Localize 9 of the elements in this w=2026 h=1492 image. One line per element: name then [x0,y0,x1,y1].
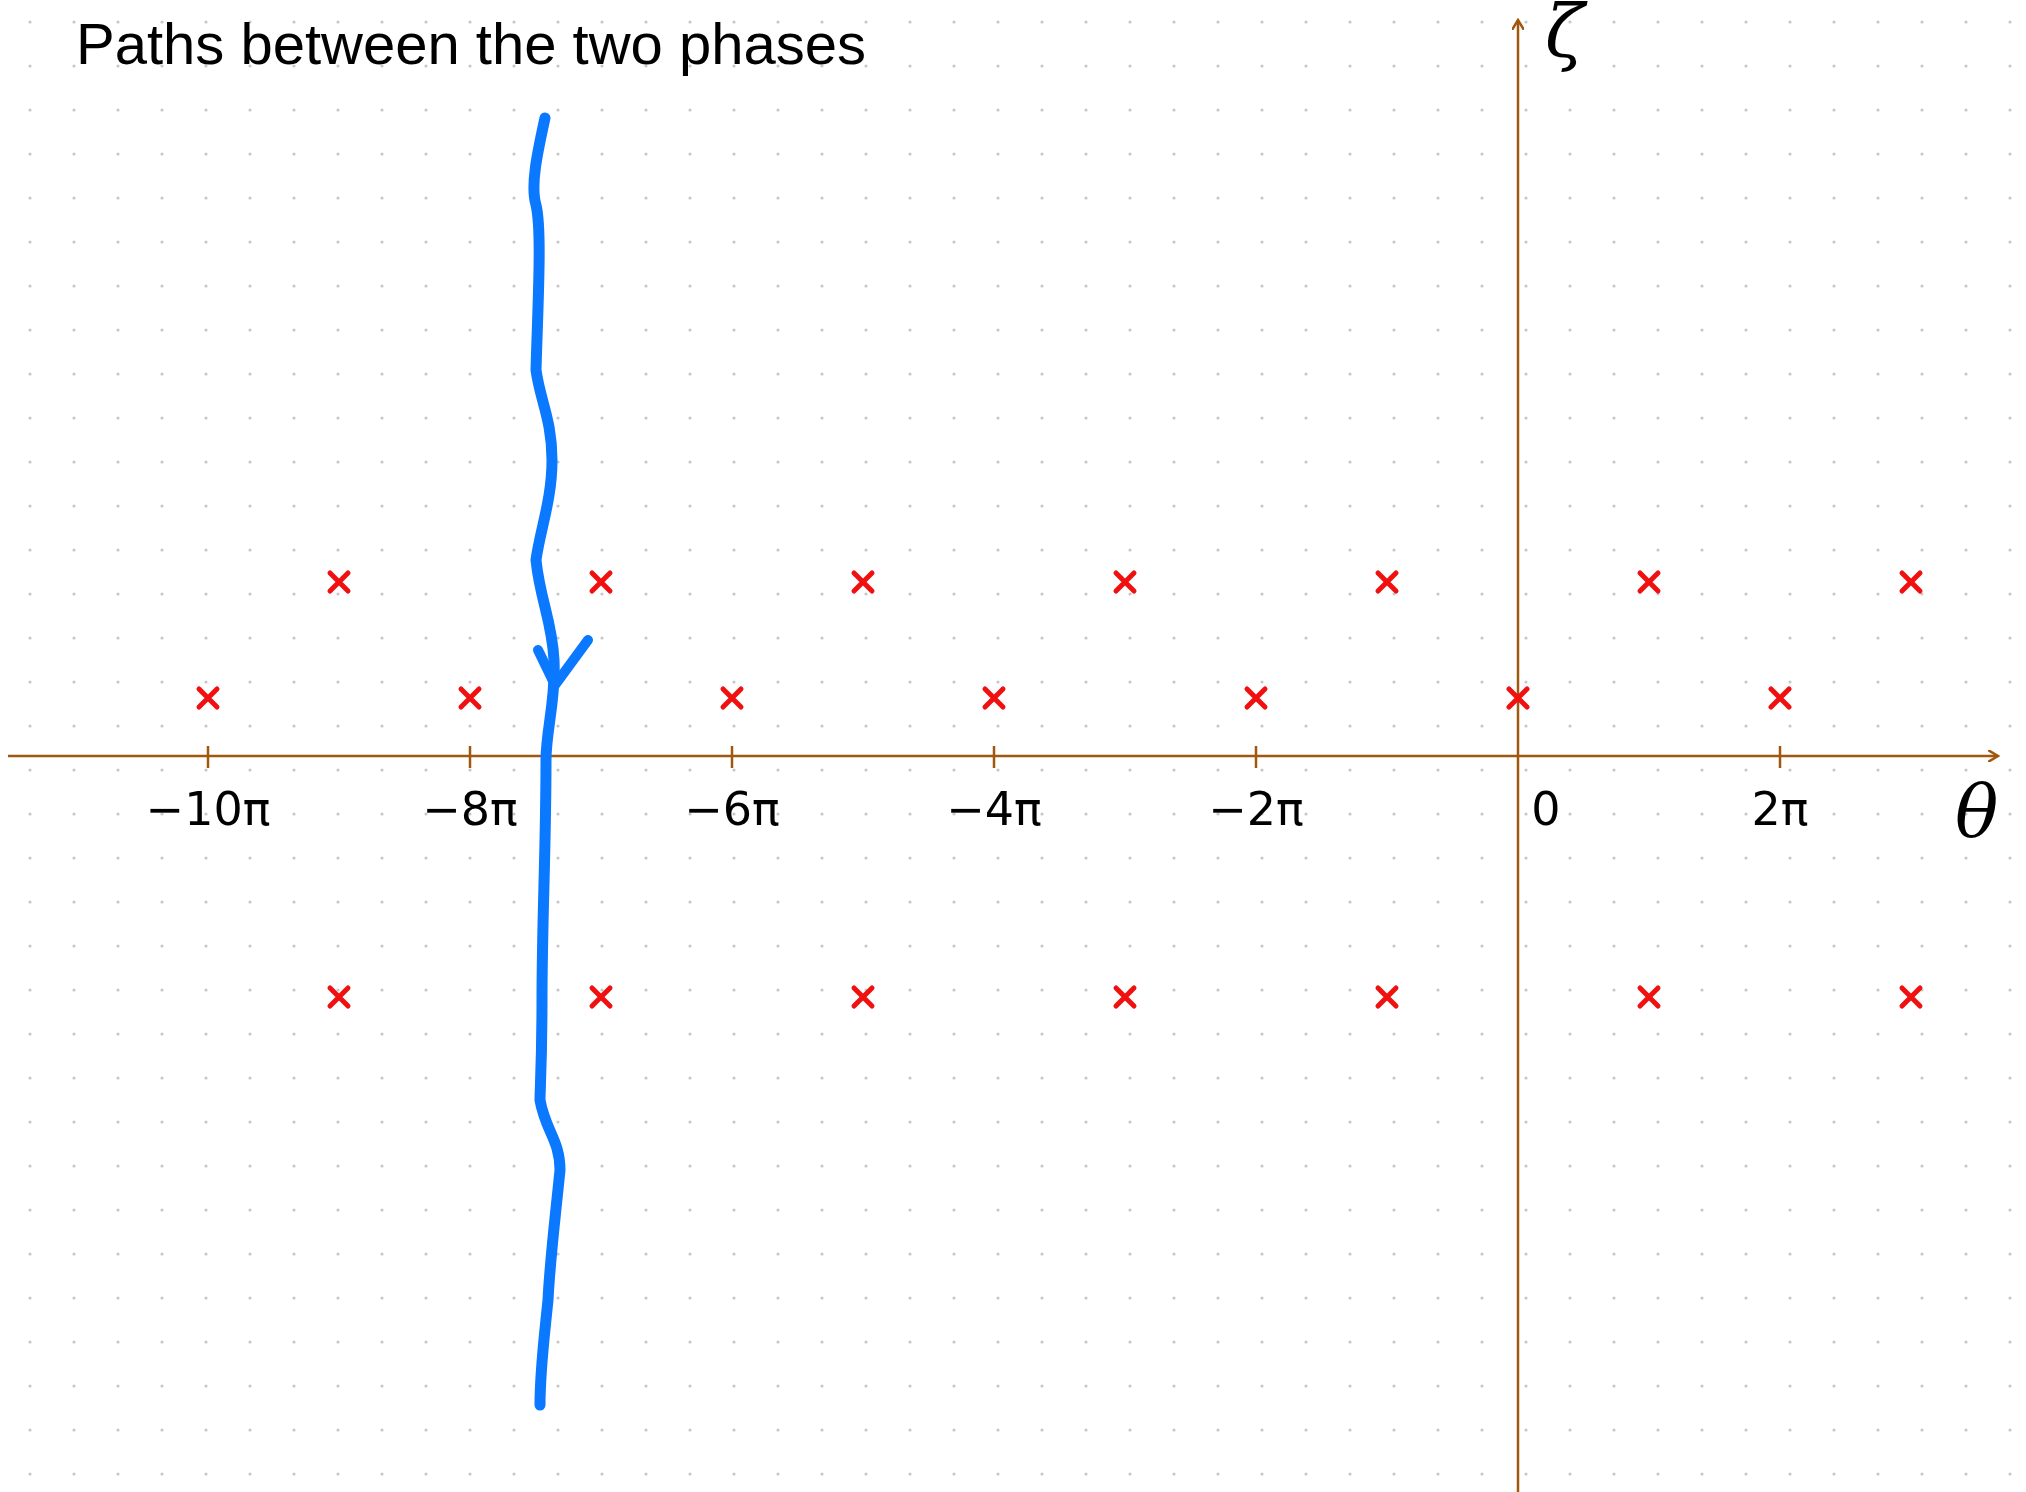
axis-label: θ [1955,770,1999,854]
tick-label: −4π [946,782,1042,836]
tick-label: −6π [684,782,780,836]
chart-title: Paths between the two phases [76,10,866,77]
tick-label: −10π [145,782,271,836]
tick-label: 2π [1751,782,1809,836]
tick-label: −8π [422,782,518,836]
tick-label: 0 [1531,782,1561,836]
tick-label: −2π [1208,782,1304,836]
